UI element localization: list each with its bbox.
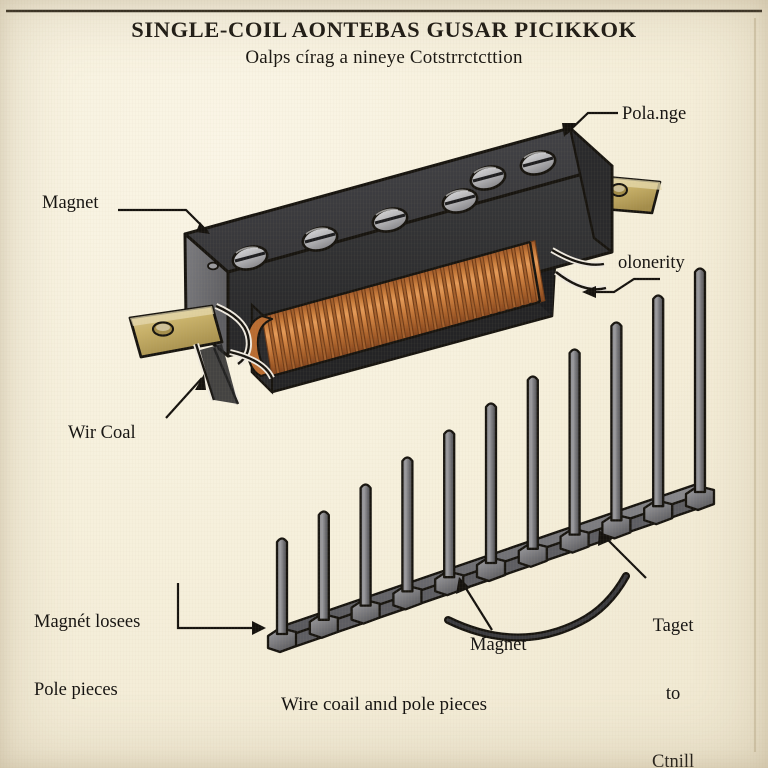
- pole-rod: [392, 456, 423, 611]
- pole-rod-shaft: [652, 294, 665, 508]
- pole-rod: [643, 294, 674, 526]
- label-pole-pieces: Magnét losees Pole pieces: [34, 566, 140, 747]
- pole-piece: [231, 245, 269, 271]
- pole-piece-row-diagram: [266, 267, 716, 654]
- label-target-line1: Taget: [652, 616, 694, 637]
- leader-wire-coil: [165, 377, 203, 419]
- label-pole-pieces-line1: Magnét losees: [34, 612, 141, 633]
- pole-rod: [559, 348, 590, 554]
- pole-rod-shaft: [526, 375, 539, 550]
- pole-rod: [684, 267, 716, 512]
- label-magnet-bottom: Magnet: [470, 635, 527, 655]
- pole-rod-shaft: [359, 483, 372, 607]
- label-target-line3: Ctnill: [652, 751, 695, 768]
- pole-rod-shaft: [275, 537, 289, 636]
- mounting-flange-left: [128, 304, 224, 359]
- label-polarity: olonerity: [618, 253, 685, 273]
- pickup-assembly: [128, 126, 662, 406]
- leader-pole-pieces: [176, 583, 262, 630]
- pole-rod: [266, 537, 298, 654]
- page-title: SINGLE-COIL AONTEBAS GUSAR PICIKKOK: [131, 17, 637, 42]
- leader-magnet-bottom: [461, 581, 493, 631]
- pole-rod-shaft: [317, 510, 330, 621]
- label-target-line2: to: [665, 683, 681, 704]
- pole-rod: [308, 510, 339, 639]
- leader-polarity: [586, 277, 660, 294]
- copper-coil: [245, 239, 546, 378]
- pole-rod: [475, 402, 507, 583]
- leader-target: [601, 533, 647, 579]
- label-wire-coil: Wir Coal: [68, 423, 136, 443]
- small-vent-hole: [207, 261, 219, 271]
- leader-flange: [565, 111, 618, 135]
- pole-piece: [371, 207, 409, 233]
- pole-rod-shaft: [484, 402, 498, 565]
- leader-magnet-top: [118, 208, 209, 233]
- pole-rod: [601, 321, 632, 540]
- pole-pieces-top: [207, 150, 557, 271]
- label-target: Taget to Ctnill: [652, 570, 694, 768]
- pole-rod-shaft: [610, 321, 623, 522]
- pole-rod-shaft: [401, 456, 414, 593]
- page-subtitle: Oalƿs círag a nineye Cotstrrctcttion: [245, 47, 523, 68]
- leader-lines: [118, 111, 660, 635]
- pole-piece: [469, 165, 507, 191]
- pole-rod-shaft: [693, 267, 707, 494]
- label-flange: Pola.nge: [622, 104, 687, 124]
- pole-rod-shaft: [568, 348, 581, 536]
- page-caption: Wire coail anıd pole pieces: [280, 694, 488, 715]
- pole-piece: [441, 188, 479, 214]
- pole-piece: [301, 226, 339, 252]
- label-pole-pieces-line2: Pole pieces: [34, 679, 118, 700]
- label-magnet-top: Magnet: [42, 193, 99, 213]
- pole-piece: [519, 150, 557, 176]
- pole-rod: [434, 429, 465, 597]
- pole-rod-shaft: [443, 429, 456, 579]
- pole-rod: [350, 483, 381, 625]
- coil-winding-bands: [261, 239, 546, 377]
- pole-rod: [517, 375, 548, 568]
